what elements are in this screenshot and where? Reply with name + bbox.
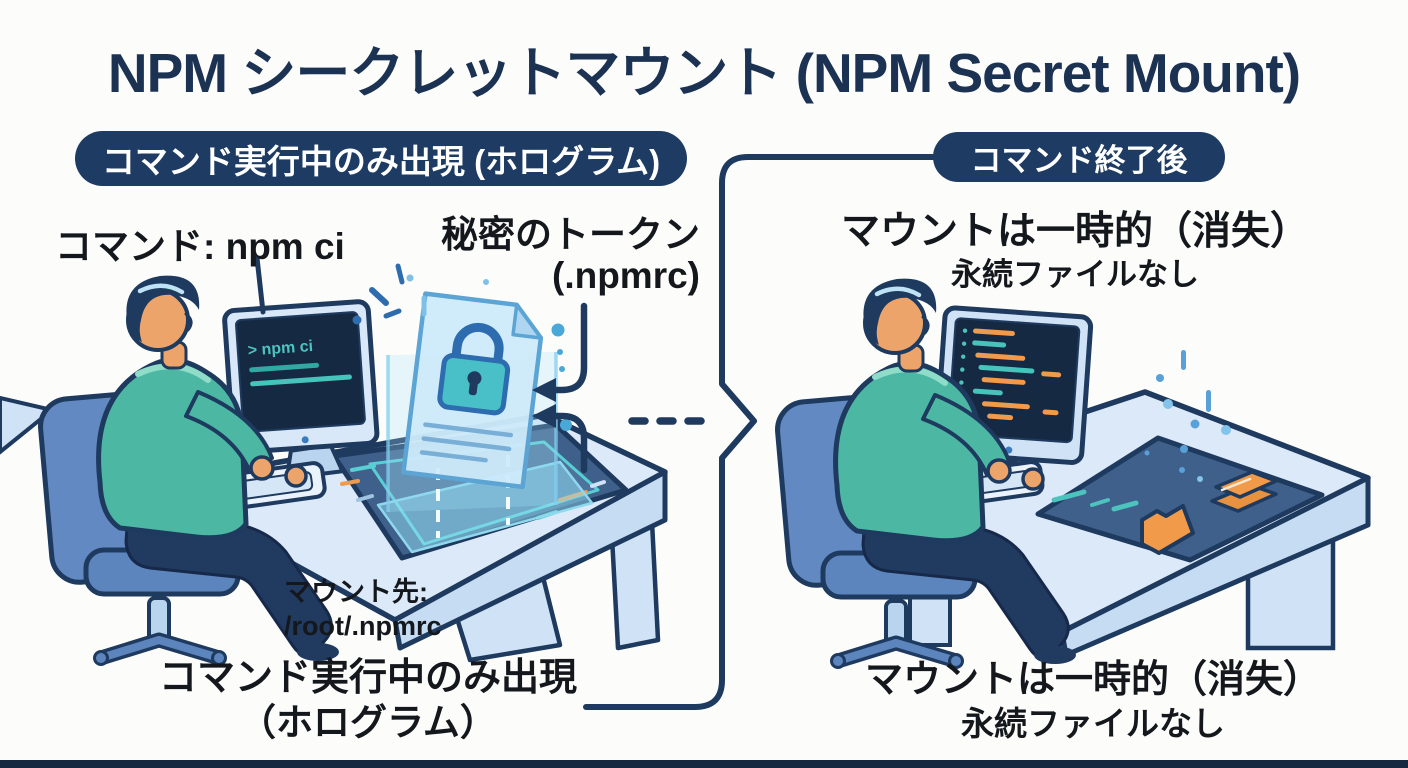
secret-token-label-line1: 秘密のトークン: [441, 214, 700, 255]
left-phase-badge: コマンド実行中のみ出現 (ホログラム): [75, 131, 687, 186]
camera-dot-icon: [301, 436, 309, 444]
right-phase-badge-label: コマンド終了後: [970, 142, 1188, 178]
secret-file-icon: [401, 291, 544, 490]
mount-temporary-label-line2: 永続ファイルなし: [951, 257, 1199, 292]
right-scene: [775, 279, 1371, 668]
command-label: コマンド: npm ci: [55, 226, 345, 267]
sparkles-icon: [352, 263, 427, 325]
secret-token-label-line2: (.npmrc): [552, 255, 700, 297]
mount-temporary-label: マウントは一時的（消失） 永続ファイルなし: [825, 212, 1325, 290]
page-title: NPM シークレットマウント (NPM Secret Mount): [107, 42, 1301, 104]
left-caption-line2: （ホログラム）: [239, 701, 497, 743]
mount-path-label: マウント先: /root/.npmrc: [284, 575, 442, 643]
right-phase-badge: コマンド終了後: [933, 132, 1225, 182]
terminal-text: > npm ci: [247, 338, 313, 360]
flow-connector-icon: [583, 154, 936, 710]
hologram: [352, 263, 594, 554]
folder-icon: [1140, 504, 1195, 555]
left-phase-badge-label: コマンド実行中のみ出現 (ホログラム): [101, 142, 661, 180]
secret-token-label: 秘密のトークン (.npmrc): [400, 214, 700, 297]
bottom-edge-strip: [0, 760, 1408, 768]
books-icon: [1210, 470, 1278, 513]
dissolve-particles-icon: [1144, 350, 1231, 482]
left-caption-line1: コマンド実行中のみ出現: [158, 657, 577, 699]
left-caption: コマンド実行中のみ出現 （ホログラム）: [88, 656, 648, 744]
right-caption: マウントは一時的（消失） 永続ファイルなし: [843, 658, 1343, 743]
mount-path-line2: /root/.npmrc: [284, 611, 442, 642]
empty-mount-mat: [1035, 435, 1325, 563]
left-scene: > npm ci: [0, 255, 668, 665]
mount-temporary-label-line1: マウントは一時的（消失）: [840, 210, 1309, 253]
lock-icon: [437, 322, 511, 416]
token-arrows-icon: [532, 302, 588, 474]
right-caption-line1: マウントは一時的（消失）: [864, 659, 1321, 701]
command-pointer-line: [254, 255, 266, 315]
mount-path-line1: マウント先:: [284, 577, 428, 607]
right-caption-line2: 永続ファイルなし: [961, 704, 1225, 742]
